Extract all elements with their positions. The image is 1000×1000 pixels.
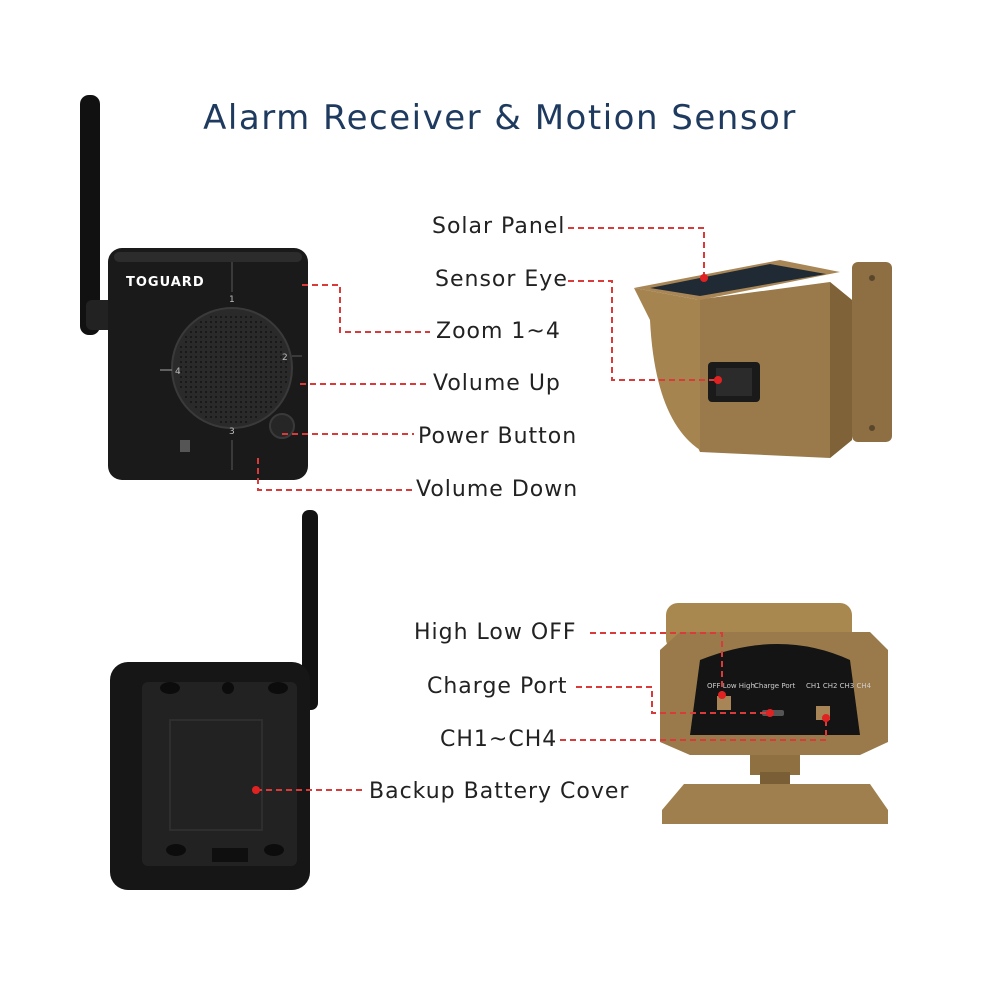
label-power-button: Power Button — [418, 424, 578, 449]
leader-lines — [256, 227, 827, 791]
label-volume-down: Volume Down — [416, 477, 579, 502]
zone-number-3: 3 — [229, 427, 235, 437]
sensor-bottom: OFF Low High Charge Port CH1 CH2 CH3 CH4 — [660, 603, 888, 824]
receiver-antenna — [80, 95, 100, 335]
battery-cover — [142, 682, 297, 866]
zone-number-4: 4 — [175, 367, 181, 377]
wall-mount-plate — [852, 262, 892, 442]
label-zoom: Zoom 1~4 — [436, 319, 561, 344]
receiver-back-antenna — [302, 510, 318, 710]
sensor-body — [680, 282, 852, 458]
page-title: Alarm Receiver & Motion Sensor — [203, 98, 797, 138]
receiver-front: TOGUARD 1 2 3 4 — [80, 95, 308, 480]
zone-number-1: 1 — [229, 295, 235, 305]
label-high-low-off: High Low OFF — [414, 620, 577, 645]
switch1-label: OFF Low High — [707, 682, 755, 690]
receiver-back — [110, 510, 318, 890]
label-solar-panel: Solar Panel — [432, 214, 566, 239]
sensor-front — [634, 260, 892, 458]
usb-icon — [180, 440, 190, 452]
label-volume-up: Volume Up — [433, 371, 561, 396]
port-label: Charge Port — [754, 682, 795, 690]
label-charge-port: Charge Port — [427, 674, 568, 699]
leader-dots — [252, 274, 830, 794]
label-battery-cover: Backup Battery Cover — [369, 779, 630, 804]
label-sensor-eye: Sensor Eye — [435, 267, 568, 292]
speaker-grille — [172, 308, 292, 428]
power-button[interactable] — [269, 413, 295, 439]
label-ch1-ch4: CH1~CH4 — [440, 727, 558, 752]
brand-logo: TOGUARD — [126, 275, 205, 290]
high-low-off-switch[interactable] — [717, 696, 731, 710]
zone-number-2: 2 — [282, 353, 288, 363]
solar-panel — [650, 264, 826, 296]
switch2-label: CH1 CH2 CH3 CH4 — [806, 682, 872, 690]
sensor-base — [662, 784, 888, 824]
